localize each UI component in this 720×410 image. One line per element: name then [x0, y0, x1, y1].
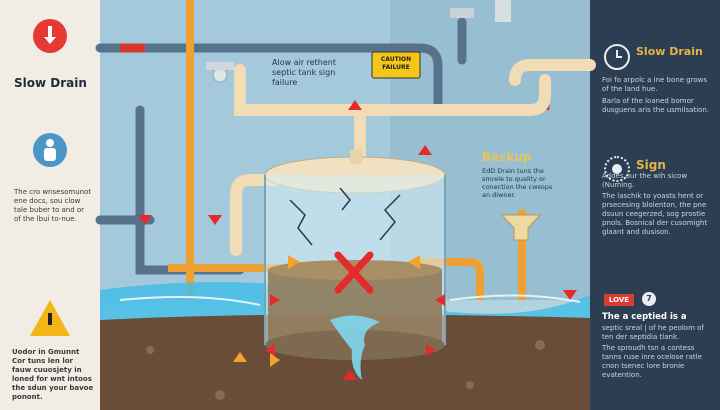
- septic-tank: [264, 150, 446, 380]
- orange-arrows: [233, 255, 420, 367]
- right-septied-title: The a ceptied is a: [602, 312, 687, 322]
- funnel: [500, 214, 542, 241]
- backup-text: EdD Drain tuns the smrele to quality or …: [482, 167, 553, 199]
- left-text-2: Uodor in Gmunnt Cor tuns len lor fauw cu…: [12, 348, 94, 401]
- right-septied-text: septic sreal | of he peolom of ten der s…: [602, 324, 704, 341]
- right-sign-title: Sign: [636, 158, 666, 172]
- left-slow-drain-title: Slow Drain: [14, 76, 87, 90]
- right-slow-drain-text-2: Barla of the loaned bomor dusguens aris …: [602, 97, 710, 114]
- warning-mark: [48, 313, 52, 325]
- right-sign-text-2: The laschik to yoasts hent or prsecesing…: [602, 192, 708, 236]
- red-arrows: [138, 100, 577, 380]
- gear-icon: [604, 156, 630, 182]
- backup-title: Backup: [482, 150, 532, 164]
- right-sign-text: Addes our the wih sicow (Numing.: [602, 172, 688, 189]
- septic-label: Alow air rethent septic tank sign failur…: [272, 58, 337, 87]
- love-badge: LOVE: [604, 294, 634, 306]
- right-septied-text-2: The sproudh tsn a contess tanns ruse inr…: [602, 344, 702, 379]
- left-info-panel: [0, 0, 100, 410]
- stop-icon: [33, 19, 67, 53]
- clock-icon: [604, 44, 630, 70]
- top-faucet: [450, 8, 474, 18]
- right-slow-drain-text-1: Foi fo arpolc a ine bone grows of the la…: [602, 76, 708, 93]
- caution-sign: [371, 51, 421, 79]
- left-text-1: The cro wnsesomunot ene docs, sou clow t…: [14, 188, 92, 223]
- cream-pipes: [230, 59, 596, 256]
- people-icon: [33, 133, 67, 167]
- caution-sign-text: CAUTION FAILURE: [380, 56, 412, 71]
- number-badge: 7: [642, 292, 656, 306]
- failure-x-icon: [334, 251, 374, 294]
- right-slow-drain-title: Slow Drain: [636, 45, 703, 58]
